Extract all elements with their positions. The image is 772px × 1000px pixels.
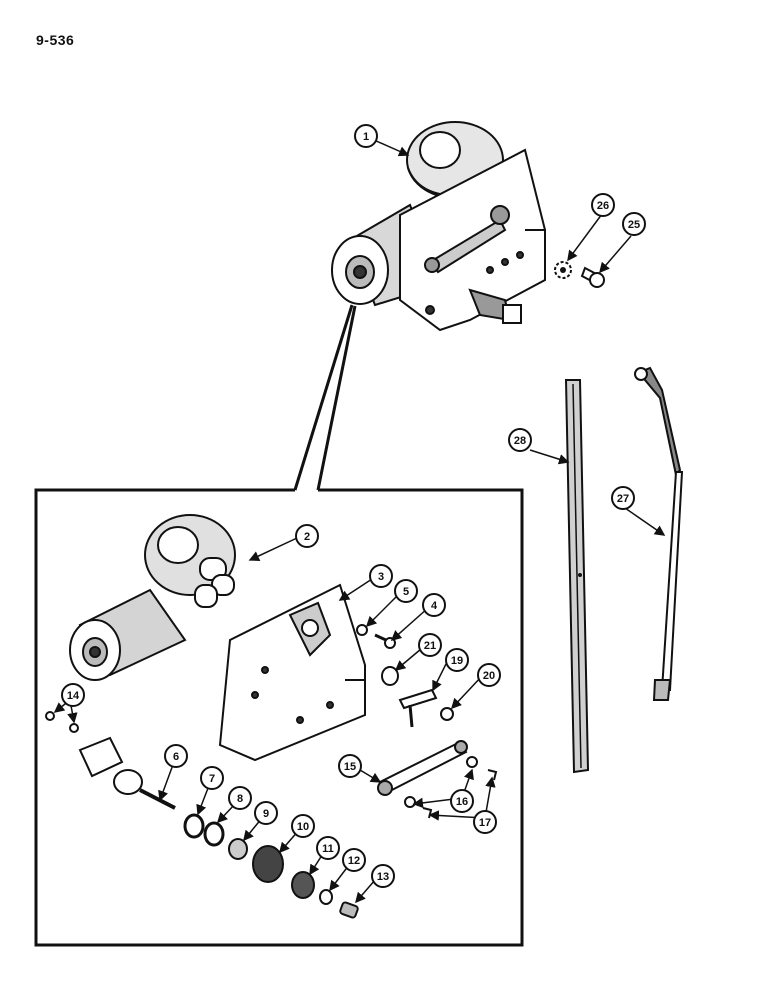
pivot-pin-part-19 <box>398 688 438 728</box>
lock-washer-part-26 <box>554 261 572 279</box>
callout-14-label: 14 <box>67 690 80 702</box>
callout-1-label: 1 <box>363 131 369 143</box>
callout-9-label: 9 <box>263 808 269 820</box>
cap-part-13 <box>339 901 359 919</box>
page-number: 9-536 <box>36 32 75 48</box>
callout-5: 5 <box>394 579 418 603</box>
knob-part-11 <box>291 871 315 899</box>
washer-part-8 <box>203 821 225 847</box>
callout-21-label: 21 <box>424 640 436 652</box>
callout-27: 27 <box>611 486 635 510</box>
callout-13-label: 13 <box>377 871 389 883</box>
callout-21: 21 <box>418 633 442 657</box>
wiper-motor-assembly <box>331 121 546 332</box>
washers-part-16 <box>404 756 478 808</box>
callout-12: 12 <box>342 848 366 872</box>
callout-19: 19 <box>445 648 469 672</box>
callout-10-label: 10 <box>297 821 309 833</box>
callout-13: 13 <box>371 864 395 888</box>
callout-17: 17 <box>473 810 497 834</box>
callout-8: 8 <box>228 786 252 810</box>
detail-inset-frame <box>34 304 524 947</box>
callout-3: 3 <box>369 564 393 588</box>
callout-20-label: 20 <box>483 670 495 682</box>
callout-3-label: 3 <box>378 571 384 583</box>
callout-17-label: 17 <box>479 817 491 829</box>
callout-15-label: 15 <box>344 761 356 773</box>
switch-part-6 <box>78 736 176 810</box>
callout-10: 10 <box>291 814 315 838</box>
washer-part-21 <box>381 666 399 686</box>
callout-11: 11 <box>316 836 340 860</box>
callout-11-label: 11 <box>322 843 334 855</box>
callout-19-label: 19 <box>451 655 463 667</box>
wiper-blade-part-28 <box>564 379 590 774</box>
callout-14: 14 <box>61 683 85 707</box>
callout-5-label: 5 <box>403 586 409 598</box>
callout-25: 25 <box>622 212 646 236</box>
knob-part-10 <box>252 845 284 883</box>
callout-1: 1 <box>354 124 378 148</box>
callout-9: 9 <box>254 801 278 825</box>
callout-16: 16 <box>450 789 474 813</box>
motor-detail-part-2 <box>69 514 236 681</box>
callout-2-label: 2 <box>304 531 310 543</box>
callout-27-label: 27 <box>617 493 629 505</box>
screw-part-4 <box>374 633 396 649</box>
callout-28: 28 <box>508 428 532 452</box>
callout-26: 26 <box>591 193 615 217</box>
crank-arm-part-15 <box>377 740 468 796</box>
callout-6: 6 <box>164 744 188 768</box>
callout-6-label: 6 <box>173 751 179 763</box>
callout-28-label: 28 <box>514 435 526 447</box>
nut-part-9 <box>228 838 248 860</box>
nut-part-14 <box>45 711 79 733</box>
callout-20: 20 <box>477 663 501 687</box>
washer-part-12 <box>319 889 333 905</box>
mounting-bracket-part-3 <box>218 583 366 762</box>
callout-12-label: 12 <box>348 855 360 867</box>
wiper-arm-part-27 <box>634 366 684 701</box>
screw-part-25 <box>580 266 605 288</box>
washer-part-7 <box>183 813 205 839</box>
callout-7: 7 <box>200 766 224 790</box>
callout-2: 2 <box>295 524 319 548</box>
callout-15: 15 <box>338 754 362 778</box>
callout-4-label: 4 <box>431 600 438 612</box>
callout-4: 4 <box>422 593 446 617</box>
nut-part-20 <box>440 707 454 721</box>
callout-7-label: 7 <box>209 773 215 785</box>
callout-26-label: 26 <box>597 200 609 212</box>
callout-16-label: 16 <box>456 796 468 808</box>
nut-part-5 <box>356 624 368 636</box>
callout-8-label: 8 <box>237 793 243 805</box>
callout-25-label: 25 <box>628 219 640 231</box>
